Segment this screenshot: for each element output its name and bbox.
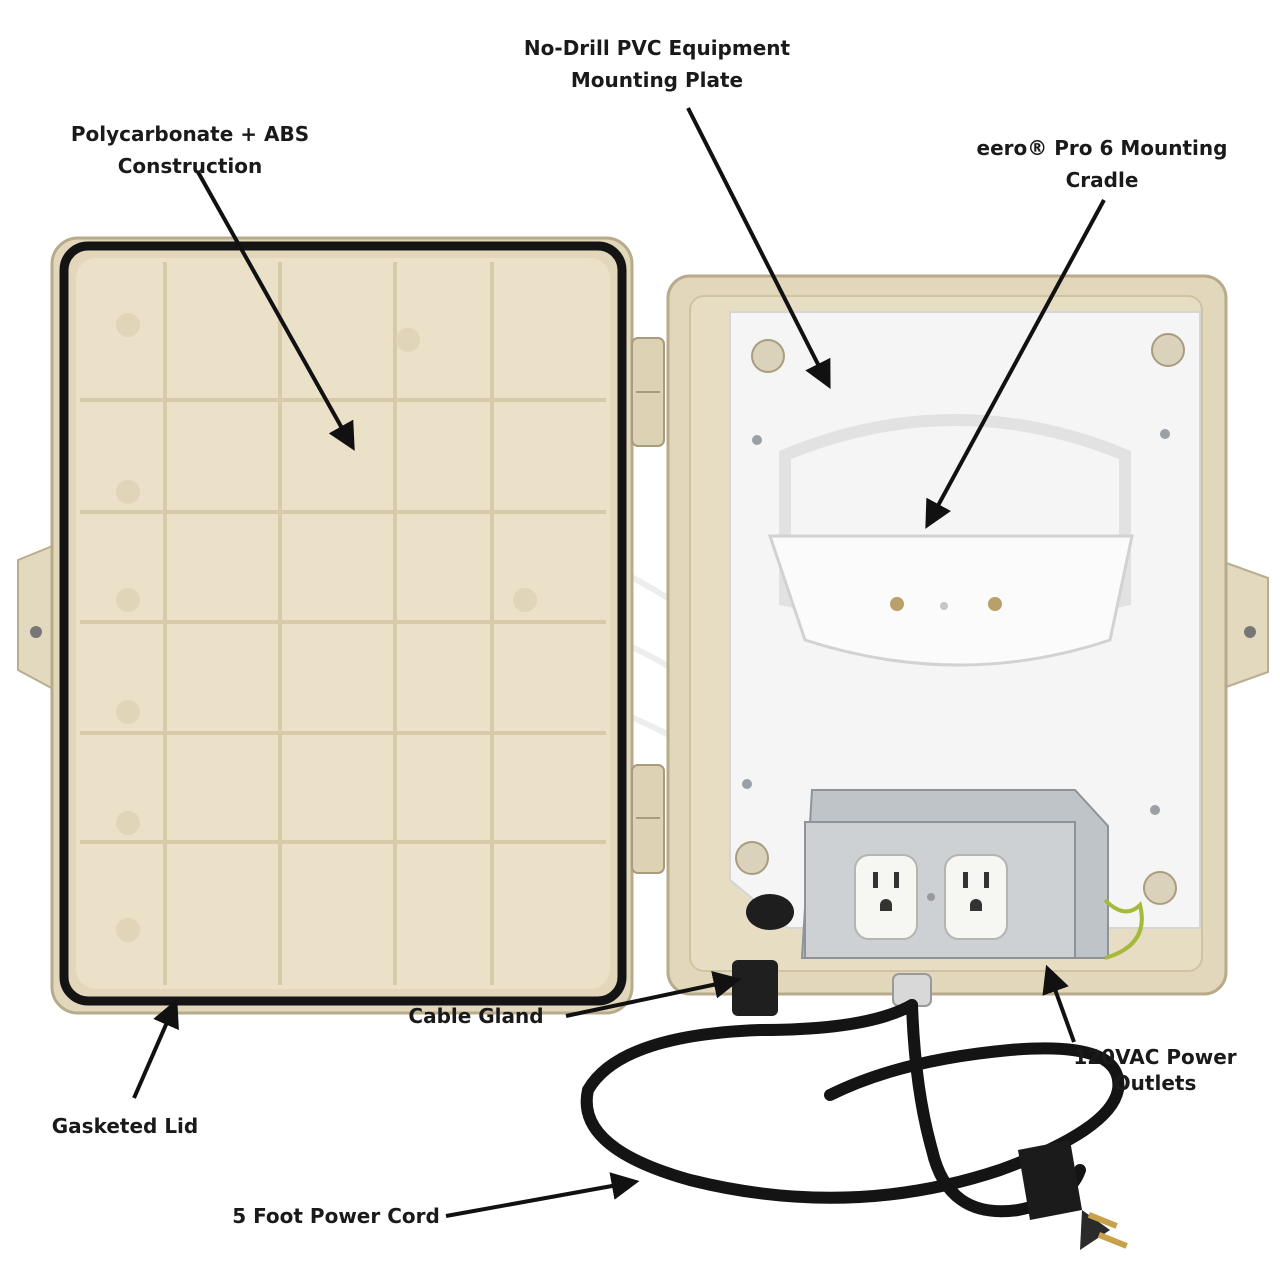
ground-wire: [1103, 898, 1144, 960]
mounting-plate-label: No-Drill PVC Equipment Mounting Plate: [487, 32, 827, 96]
power-outlets-label-line1: 120VAC Power: [1073, 1045, 1237, 1069]
callout-arrows: [132, 107, 1106, 1218]
hinges: [631, 337, 665, 874]
mounting-plate-label-line1: No-Drill PVC Equipment: [523, 36, 791, 60]
construction-label: Polycarbonate + ABS Construction: [55, 118, 325, 182]
outlet-receptacle: [854, 854, 918, 940]
gasket-seal: [59, 241, 627, 1006]
power-outlet-box: [800, 789, 1109, 959]
outlet-receptacle: [944, 854, 1008, 940]
power-plug: [1018, 1140, 1128, 1250]
power-outlets-label-line2: Outlets: [1113, 1071, 1197, 1095]
enclosure-base: [666, 274, 1269, 996]
screw-icon: [30, 626, 42, 638]
screw-icon: [1244, 626, 1256, 638]
power-cord-label: 5 Foot Power Cord: [232, 1204, 440, 1228]
power-outlets-label: 120VAC Power Outlets: [1055, 1044, 1255, 1096]
eero-mounting-cradle: [767, 414, 1134, 667]
cradle-label-line2: Cradle: [1065, 168, 1139, 192]
construction-label-line1: Polycarbonate + ABS: [70, 122, 310, 146]
cable-gland-label: Cable Gland: [408, 1004, 544, 1028]
construction-label-line2: Construction: [117, 154, 263, 178]
mounting-plate-label-line2: Mounting Plate: [570, 68, 744, 92]
cradle-label-line1: eero® Pro 6 Mounting: [976, 136, 1228, 160]
lid-ribs: [80, 262, 606, 985]
gasketed-lid-label: Gasketed Lid: [51, 1114, 199, 1138]
cable-gland-exterior: [732, 960, 932, 1016]
gasketed-lid: [17, 236, 634, 1015]
cradle-label: eero® Pro 6 Mounting Cradle: [962, 132, 1242, 196]
cable-gland: [746, 894, 794, 930]
